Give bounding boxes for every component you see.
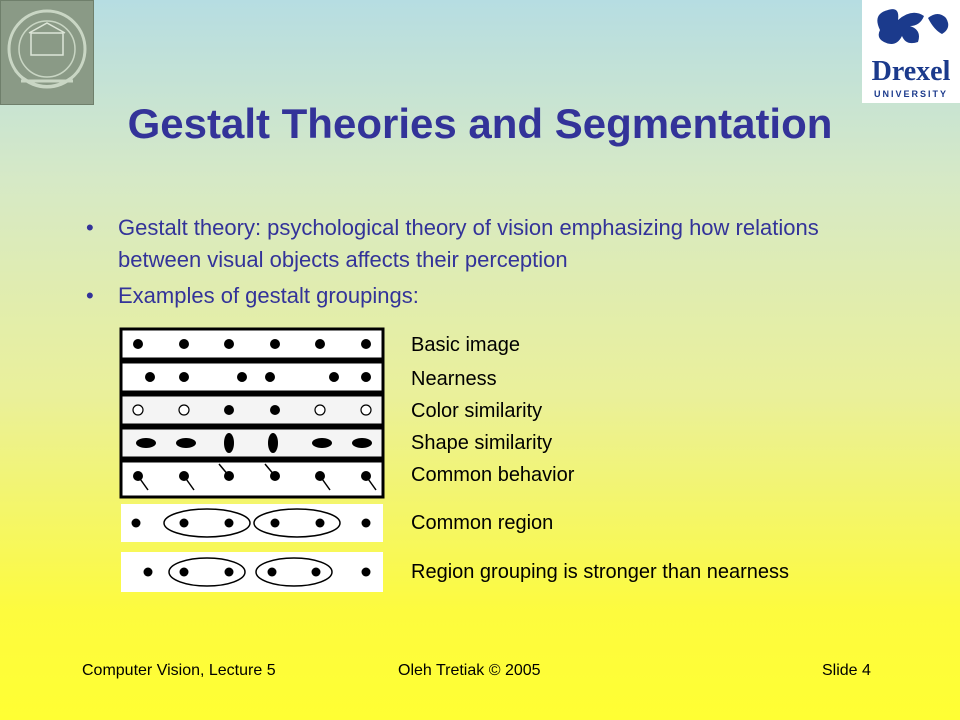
row-common-behavior	[119, 459, 385, 499]
label-common-behavior: Common behavior	[411, 464, 575, 486]
row-color-similarity	[119, 393, 385, 427]
grouping-labels: Basic image Nearness Color similarity Sh…	[411, 0, 931, 720]
label-region-vs-nearness: Region grouping is stronger than nearnes…	[411, 561, 790, 583]
drexel-logo-word: Drexel	[872, 56, 951, 87]
row-shape-similarity	[119, 426, 385, 460]
gestalt-groupings-figure	[118, 326, 386, 594]
row-nearness	[119, 360, 385, 394]
slide-title: Gestalt Theories and Segmentation	[127, 100, 833, 147]
footer-author: Oleh Tretiak © 2005	[398, 662, 541, 679]
university-seal-logo	[0, 0, 94, 105]
label-color-similarity: Color similarity	[411, 400, 543, 422]
bullet-item: • Examples of gestalt groupings:	[86, 280, 886, 312]
bullet-text: Gestalt theory: psychological theory of …	[118, 215, 819, 272]
label-nearness: Nearness	[411, 368, 497, 390]
row-basic-image	[119, 327, 385, 361]
bullet-dot: •	[86, 283, 94, 308]
bullet-dot: •	[86, 215, 94, 240]
bullet-text: Examples of gestalt groupings:	[118, 283, 419, 308]
footer-course: Computer Vision, Lecture 5	[82, 662, 276, 679]
drexel-logo-subword: UNIVERSITY	[874, 89, 948, 99]
label-shape-similarity: Shape similarity	[411, 432, 553, 454]
bullet-item: • Gestalt theory: psychological theory o…	[86, 212, 886, 276]
drexel-logo: Drexel UNIVERSITY	[862, 0, 960, 103]
row-common-region	[121, 504, 383, 542]
label-basic-image: Basic image	[411, 334, 520, 356]
bullet-list: • Gestalt theory: psychological theory o…	[86, 212, 886, 316]
footer-slide-number: Slide 4	[822, 662, 871, 679]
label-common-region: Common region	[411, 512, 554, 534]
row-region-vs-nearness	[121, 552, 383, 592]
